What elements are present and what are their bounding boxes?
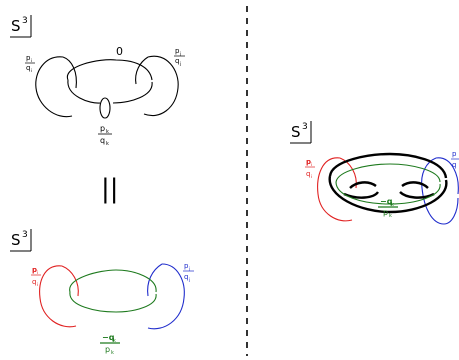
label-pi-qi-bottom: p i q i [31, 266, 41, 288]
svg-text:p: p [306, 158, 311, 166]
label-neg-qk-pk-bottom: −q k p k [100, 333, 120, 356]
svg-text:p: p [100, 124, 105, 133]
black-thick-component-right [328, 152, 448, 214]
svg-text:i: i [31, 58, 32, 64]
s3-letter: S [291, 123, 301, 141]
svg-text:k: k [391, 202, 394, 208]
svg-text:p: p [383, 208, 388, 217]
svg-text:j: j [188, 277, 190, 283]
equals-sign: || [101, 174, 119, 204]
blue-component-bottom [147, 263, 185, 330]
s3-exponent: 3 [22, 16, 28, 26]
label-zero: 0 [116, 45, 123, 58]
svg-text:k: k [106, 129, 109, 135]
svg-text:p: p [26, 54, 31, 62]
svg-text:q: q [32, 278, 36, 286]
svg-text:q: q [452, 161, 456, 169]
surgery-link-top-left [35, 55, 179, 119]
green-component-right [335, 163, 441, 205]
label-pj-qj-top: p j q j [174, 47, 185, 67]
svg-text:i: i [311, 174, 312, 180]
svg-text:p: p [105, 345, 110, 354]
s3-letter: S [11, 17, 21, 35]
label-p-q-right-cut: p q [451, 150, 459, 169]
s3-label-top-left: S 3 [10, 15, 32, 38]
svg-text:i: i [31, 68, 32, 74]
s3-label-bottom-left: S 3 [10, 229, 32, 252]
s3-letter: S [11, 231, 21, 249]
svg-text:k: k [389, 213, 392, 219]
svg-text:i: i [37, 270, 38, 276]
panel-right: S 3 p i [290, 121, 459, 225]
label-neg-qk-pk-right: −q k p k [378, 197, 398, 219]
svg-text:p: p [32, 266, 37, 274]
s3-exponent: 3 [22, 230, 28, 240]
svg-text:k: k [113, 338, 116, 344]
panel-bottom-left: S 3 p i q i p j [10, 229, 194, 356]
svg-text:j: j [188, 266, 190, 272]
label-pi-qi-top: p i q i [25, 54, 35, 74]
svg-text:q: q [175, 57, 179, 65]
svg-text:k: k [111, 350, 114, 356]
svg-text:i: i [37, 282, 38, 288]
label-pj-qj-bottom: p j q j [183, 262, 194, 283]
red-component-bottom [39, 265, 79, 328]
s3-label-right: S 3 [290, 121, 312, 144]
svg-text:j: j [179, 61, 181, 67]
label-pi-qi-right: p i q i [305, 158, 315, 180]
s3-exponent: 3 [302, 122, 308, 132]
svg-text:i: i [311, 162, 312, 168]
svg-text:p: p [175, 47, 180, 55]
panel-top-left: S 3 p i q i 0 p [10, 15, 185, 147]
label-pk-qk-top: p k q k [98, 124, 112, 147]
svg-text:k: k [106, 141, 109, 147]
svg-text:j: j [179, 51, 181, 57]
svg-text:−q: −q [102, 333, 115, 342]
svg-text:q: q [26, 64, 30, 72]
svg-text:p: p [184, 262, 189, 270]
svg-text:q: q [306, 170, 310, 178]
svg-text:−q: −q [380, 197, 393, 206]
svg-text:p: p [452, 150, 457, 158]
svg-text:q: q [100, 136, 105, 145]
green-component-bottom [69, 269, 157, 313]
svg-text:q: q [184, 273, 188, 281]
